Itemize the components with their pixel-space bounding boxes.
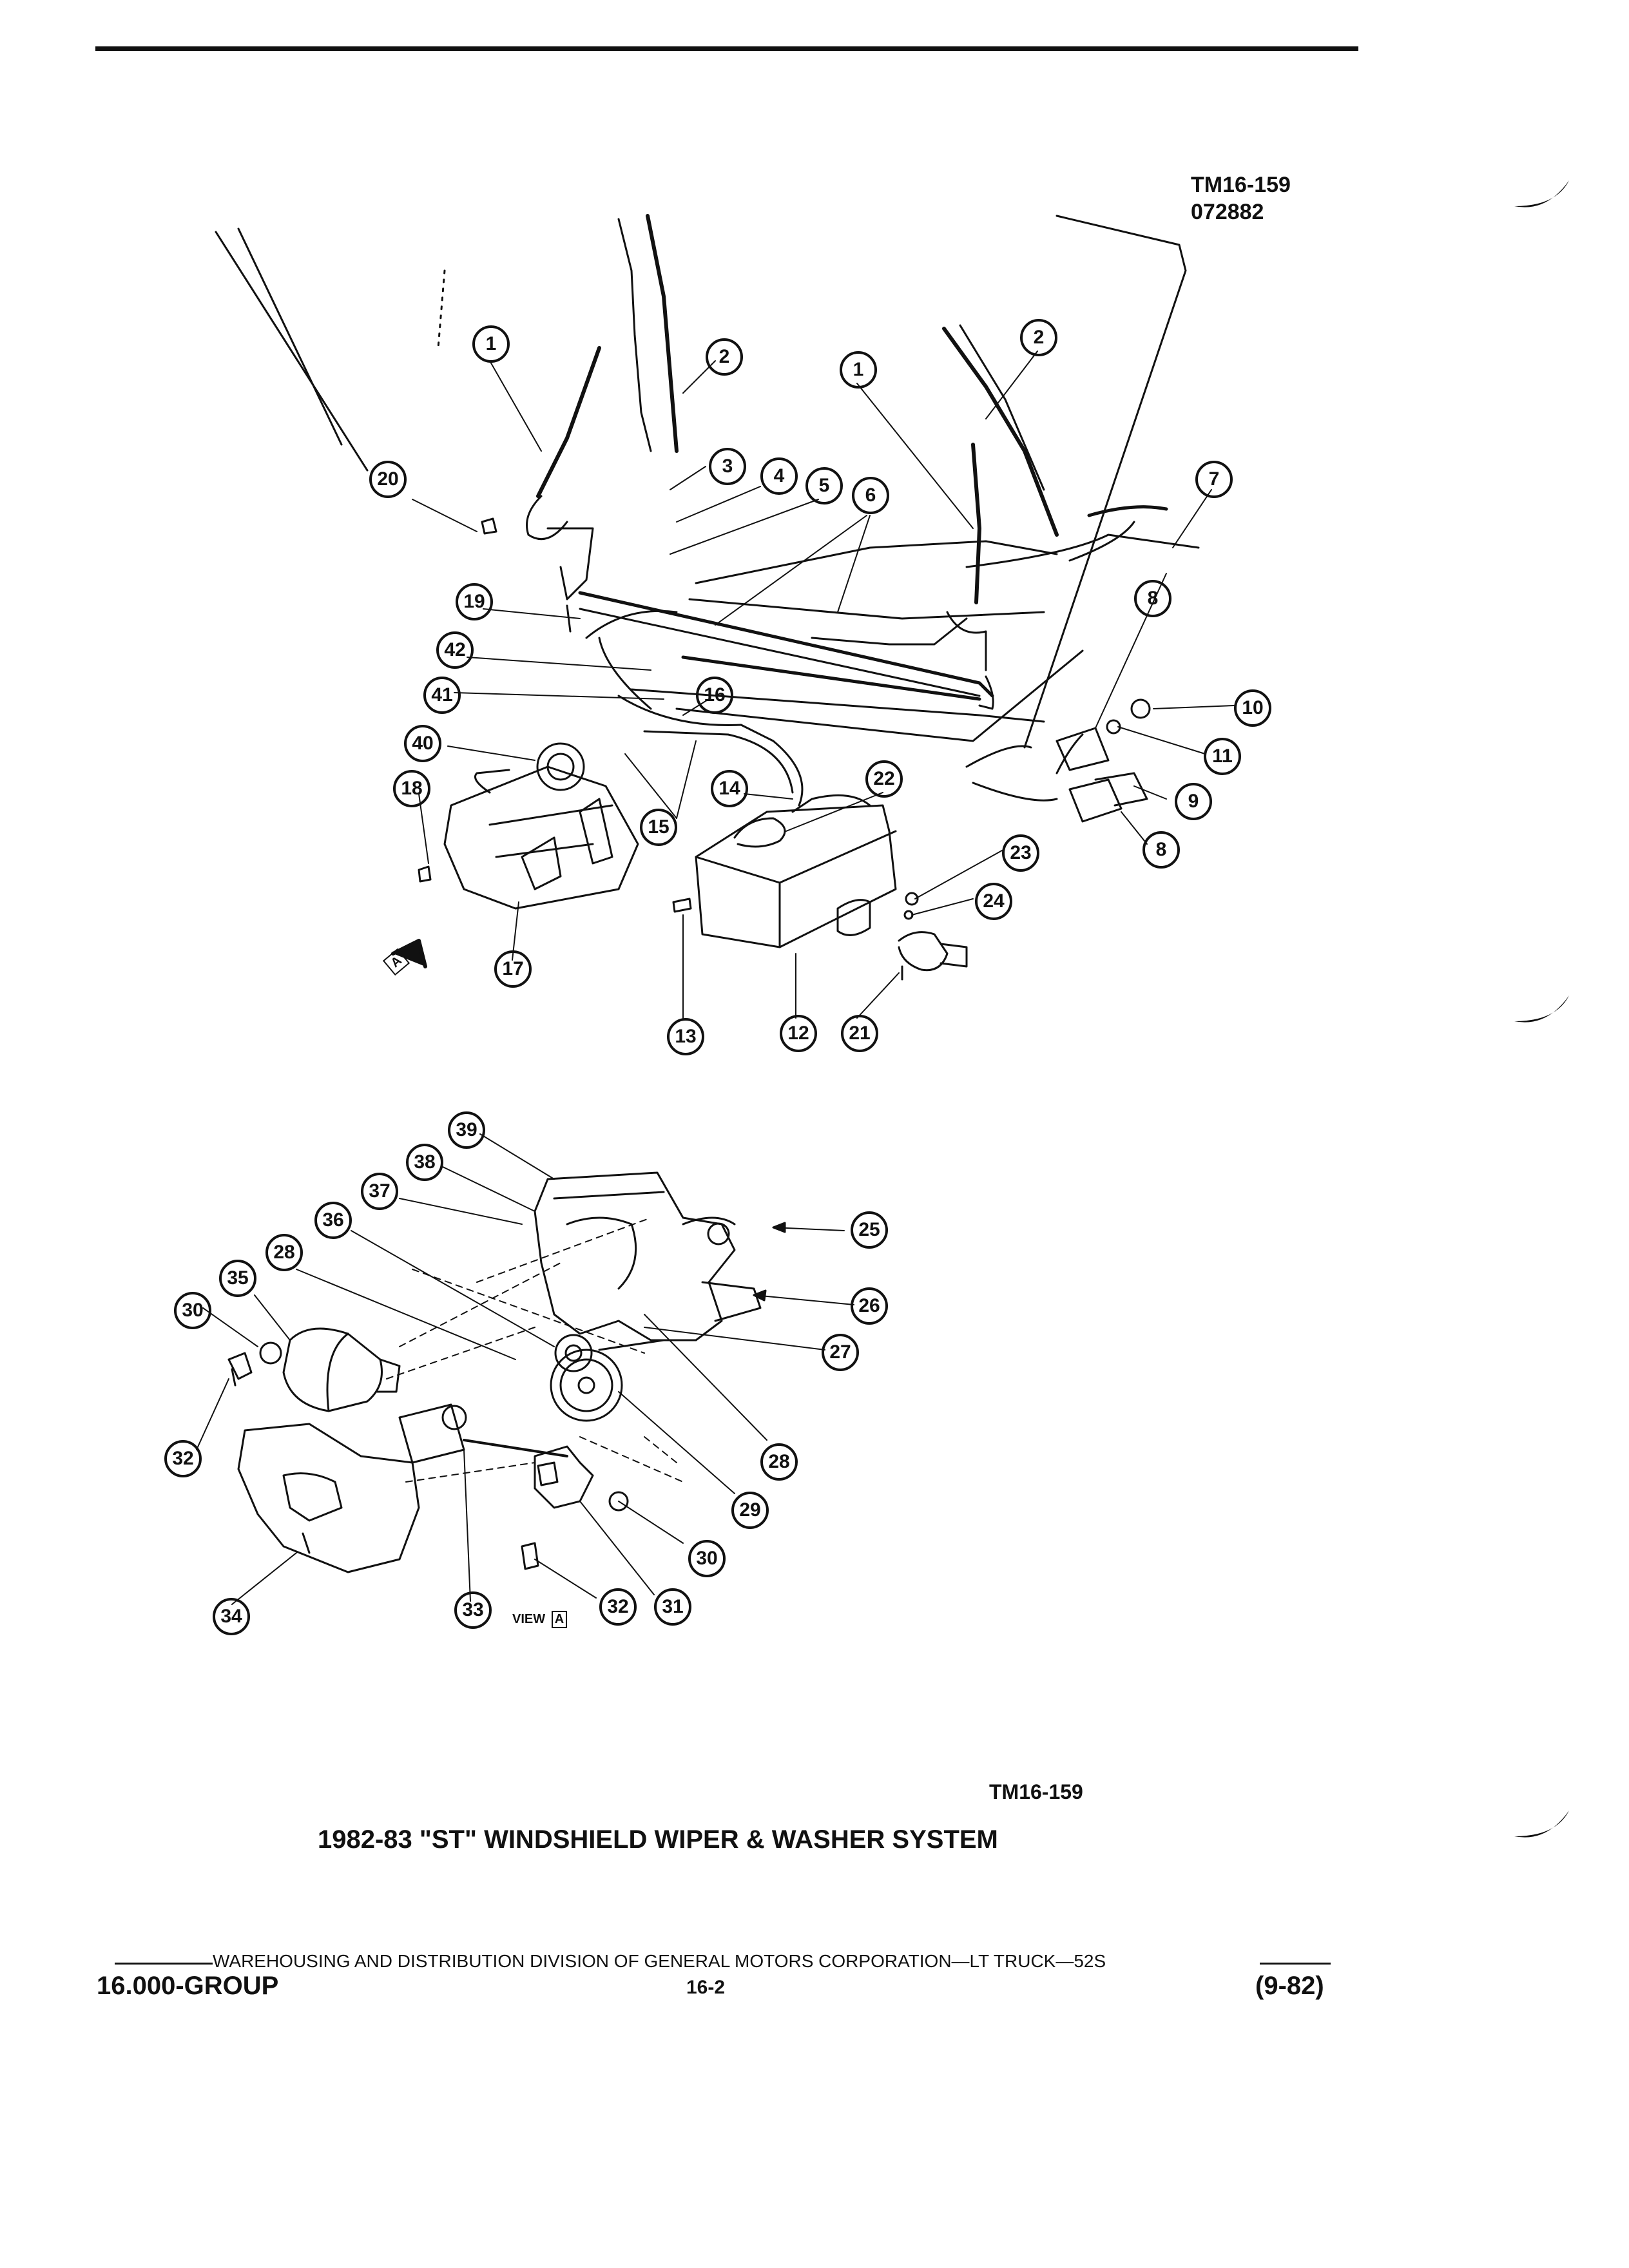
callout-12: 12 <box>780 1015 817 1052</box>
callout-7: 7 <box>1195 461 1233 498</box>
callout-8-bottom: 8 <box>1142 831 1180 869</box>
footer-publisher-line: WAREHOUSING AND DISTRIBUTION DIVISION OF… <box>213 1951 1106 1971</box>
footer-right-rule <box>1260 1963 1331 1965</box>
callout-34: 34 <box>213 1598 250 1635</box>
callout-26: 26 <box>851 1287 888 1325</box>
view-a-label: VIEW A <box>512 1611 568 1628</box>
footer-left-rule <box>115 1963 213 1965</box>
callout-41: 41 <box>423 677 461 714</box>
callout-40: 40 <box>404 725 441 762</box>
callout-24: 24 <box>975 883 1012 920</box>
callout-35: 35 <box>219 1260 256 1297</box>
callout-32-right: 32 <box>599 1588 637 1626</box>
footer-group: 16.000-GROUP <box>97 1972 279 2000</box>
view-a-box: A <box>551 1611 568 1628</box>
callout-1-right: 1 <box>840 351 877 389</box>
date-code: 072882 <box>1191 200 1264 224</box>
callout-8-top: 8 <box>1134 580 1171 617</box>
header-rule <box>95 46 1358 51</box>
callout-20: 20 <box>369 461 407 498</box>
callout-30-left: 30 <box>174 1292 211 1329</box>
callout-28-upper: 28 <box>265 1234 303 1271</box>
callout-9: 9 <box>1175 783 1212 820</box>
callout-5: 5 <box>805 467 843 505</box>
callout-17: 17 <box>494 950 532 988</box>
callout-2-right: 2 <box>1020 319 1057 356</box>
callout-31: 31 <box>654 1588 691 1626</box>
binding-mark-3 <box>1514 1811 1569 1838</box>
figure-number: TM16-159 <box>989 1780 1083 1803</box>
callout-4: 4 <box>760 457 798 495</box>
callout-32-left: 32 <box>164 1440 202 1477</box>
callout-29: 29 <box>731 1492 769 1529</box>
callout-1: 1 <box>472 325 510 363</box>
callout-38: 38 <box>406 1144 443 1181</box>
footer-revision: (9-82) <box>1255 1972 1324 2000</box>
callout-10: 10 <box>1234 689 1271 727</box>
footer-page-number: 16-2 <box>686 1977 726 1998</box>
callout-19: 19 <box>456 583 493 620</box>
callout-36: 36 <box>314 1202 352 1239</box>
callout-11: 11 <box>1204 738 1241 775</box>
binding-mark-1 <box>1514 180 1569 207</box>
drawing-number: TM16-159 <box>1191 173 1291 197</box>
callout-22: 22 <box>865 760 903 798</box>
callout-18: 18 <box>393 770 430 807</box>
callout-27: 27 <box>822 1334 859 1371</box>
callout-3: 3 <box>709 448 746 485</box>
callout-30-right: 30 <box>688 1540 726 1577</box>
callout-6: 6 <box>852 477 889 514</box>
callout-42: 42 <box>436 631 474 669</box>
callout-39: 39 <box>448 1111 485 1149</box>
callout-23: 23 <box>1002 834 1039 872</box>
callout-37: 37 <box>361 1173 398 1210</box>
callout-33: 33 <box>454 1591 492 1629</box>
callout-28-lower: 28 <box>760 1443 798 1481</box>
callout-13: 13 <box>667 1018 704 1055</box>
callout-21: 21 <box>841 1015 878 1052</box>
callout-15: 15 <box>640 809 677 846</box>
figure-caption: 1982-83 "ST" WINDSHIELD WIPER & WASHER S… <box>318 1825 998 1854</box>
callout-25: 25 <box>851 1211 888 1249</box>
binding-marks <box>1514 180 1569 1838</box>
binding-mark-2 <box>1514 995 1569 1023</box>
callout-2: 2 <box>706 338 743 376</box>
callout-14: 14 <box>711 770 748 807</box>
callout-16: 16 <box>696 677 733 714</box>
